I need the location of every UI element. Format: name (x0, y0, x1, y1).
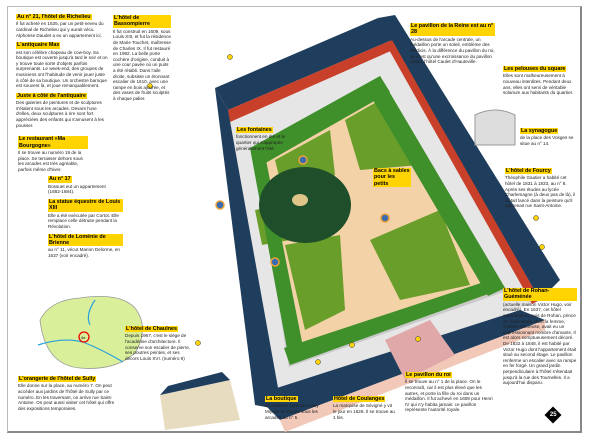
page-frame (7, 6, 582, 433)
synagogue-building (474, 109, 516, 146)
note-bacs-sable: Bacs à sables pour les petits (373, 168, 411, 188)
note-restaurant: Le restaurant «Ma Bourgogne»Il se trouve… (18, 136, 88, 172)
location-dots (147, 54, 545, 365)
orangerie-sully (160, 380, 240, 430)
lawn-se (370, 210, 470, 300)
map-location-marker (78, 331, 90, 343)
map-highlight-label: 4e (81, 335, 86, 340)
pavillon-du-roi (385, 320, 455, 380)
east-wing (378, 15, 560, 300)
lawn-sw (285, 235, 345, 330)
north-wing (215, 18, 392, 110)
paris-arrondissement-map (37, 295, 143, 369)
west-wing (215, 88, 282, 410)
central-trees (259, 167, 351, 243)
fountains (215, 155, 390, 267)
note-rohan: L'hôtel de Rohan-Guéménée(actuelle maiso… (503, 288, 577, 386)
lawn-ne (345, 100, 420, 170)
